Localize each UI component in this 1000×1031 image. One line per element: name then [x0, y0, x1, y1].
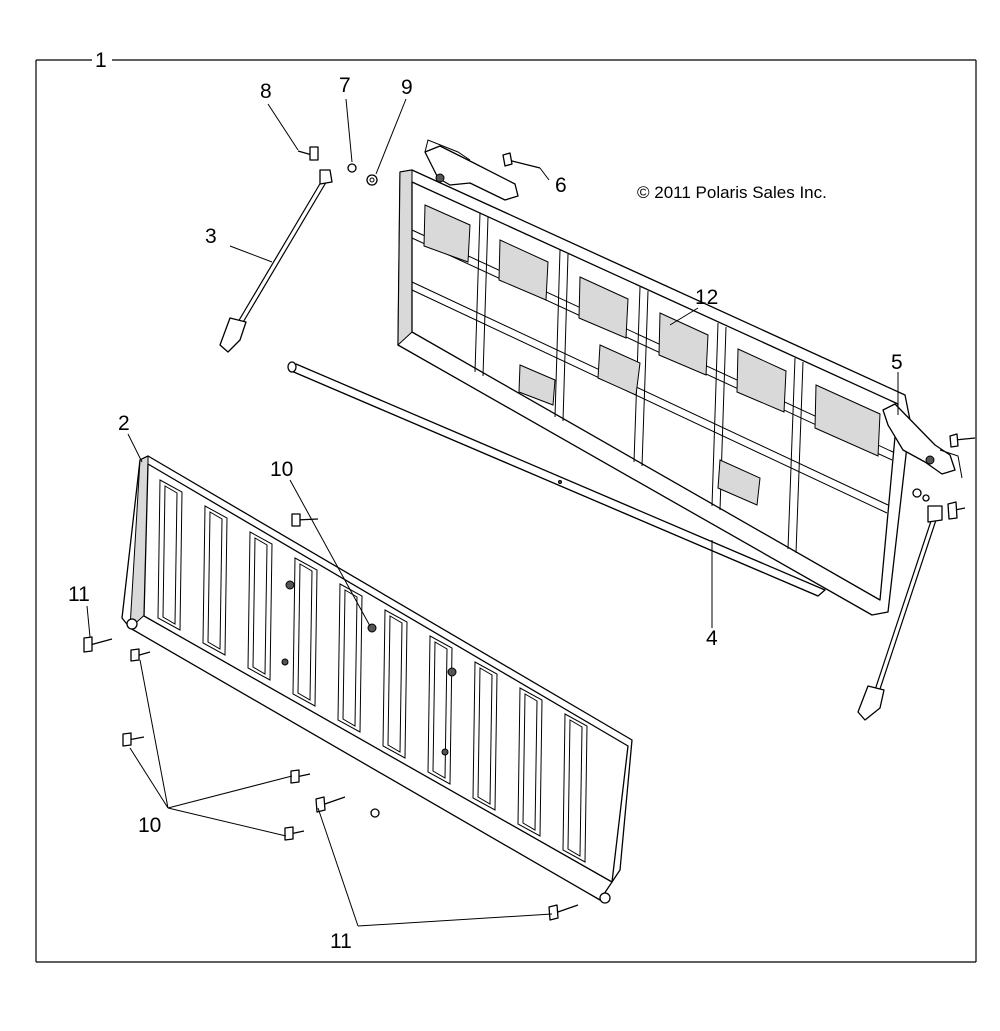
bolt-8	[297, 146, 319, 161]
callout-4: 4	[706, 627, 718, 650]
callout-6: 6	[555, 174, 567, 197]
bolt-10c	[122, 732, 145, 747]
callout-labels: 1 8 7 9 6 3 12 5 2 10 11 4 10 11	[68, 49, 903, 953]
hinge-rod	[287, 361, 826, 597]
left-support-cable	[219, 169, 333, 353]
right-latch	[882, 403, 963, 479]
right-support-cable	[857, 505, 943, 721]
copyright-text: © 2011 Polaris Sales Inc.	[637, 183, 827, 202]
latch-bolt	[502, 152, 541, 169]
callout-9: 9	[401, 76, 413, 99]
bolt-10b	[130, 648, 151, 662]
bolt-11b	[315, 796, 346, 813]
callout-7: 7	[339, 74, 351, 97]
callout-2: 2	[118, 412, 130, 435]
inner-tailgate-panel	[397, 169, 911, 616]
callout-5: 5	[891, 351, 903, 374]
outer-tailgate-panel	[121, 455, 633, 904]
callout-11-bottom: 11	[330, 930, 352, 953]
callout-12: 12	[695, 286, 718, 309]
leader-lines	[86, 98, 899, 927]
bolt-10d	[290, 769, 311, 784]
nut-7	[347, 163, 357, 173]
assembly-frame	[35, 59, 977, 963]
right-latch-bolt	[949, 433, 976, 448]
callout-11-left: 11	[68, 583, 90, 606]
washer-9	[366, 174, 378, 186]
right-hardware	[912, 488, 966, 520]
callout-1: 1	[95, 49, 107, 72]
callout-10-top: 10	[270, 458, 293, 481]
callout-3: 3	[205, 225, 217, 248]
bolt-11a	[83, 636, 113, 653]
callout-10-bottom: 10	[138, 814, 161, 837]
bolt-10a	[291, 513, 319, 527]
bolt-10e	[284, 826, 305, 841]
left-latch	[424, 139, 519, 201]
bolt-11c	[548, 904, 579, 921]
callout-8: 8	[260, 80, 272, 103]
